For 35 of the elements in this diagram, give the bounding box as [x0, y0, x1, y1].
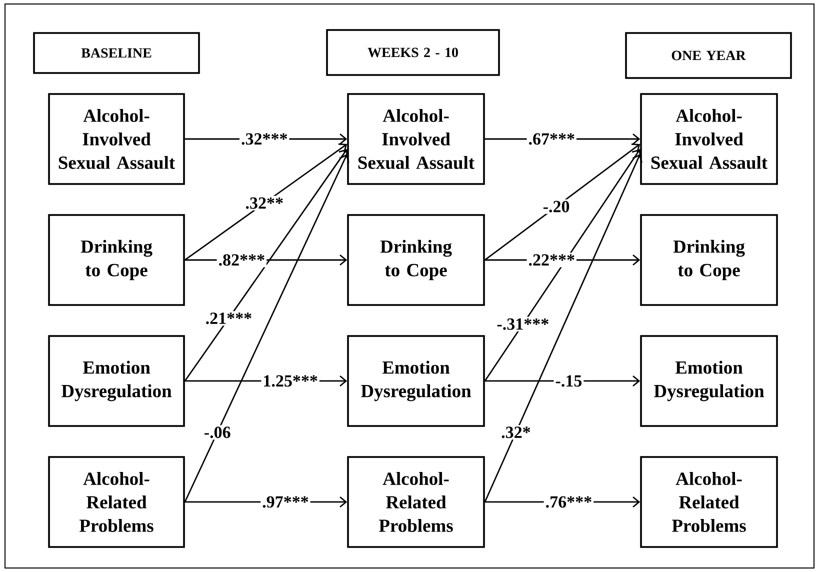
arrow [484, 144, 640, 261]
arrow [484, 148, 642, 382]
variable-box: Drinking to Cope [347, 214, 485, 306]
edge-label: .22*** [526, 252, 577, 268]
edge-label: .67*** [526, 132, 577, 146]
header-box: BASELINE [33, 32, 200, 74]
edge-label: -.31*** [495, 316, 551, 332]
edge-label: .97*** [260, 494, 310, 510]
variable-box: Alcohol- Related Problems [48, 456, 185, 548]
variable-box: Drinking to Cope [640, 214, 778, 306]
variable-box: Emotion Dysregulation [347, 335, 485, 427]
edge-label: .21*** [204, 311, 254, 326]
variable-box: Alcohol- Involved Sexual Assault [347, 93, 485, 185]
edge-label: 1.25*** [261, 374, 320, 388]
header-box: ONE YEAR [625, 32, 792, 79]
variable-box: Drinking to Cope [48, 214, 185, 306]
arrow [184, 154, 350, 502]
variable-box: Alcohol- Involved Sexual Assault [640, 93, 778, 185]
variable-box: Emotion Dysregulation [48, 335, 185, 427]
variable-box: Alcohol- Related Problems [640, 456, 778, 548]
variable-box: Alcohol- Involved Sexual Assault [48, 93, 185, 185]
edge-label: .82*** [216, 252, 267, 268]
arrow [184, 143, 348, 261]
header-box: WEEKS 2 - 10 [326, 29, 500, 76]
variable-box: Emotion Dysregulation [640, 335, 778, 427]
variable-box: Alcohol- Related Problems [347, 456, 485, 548]
edge-label: .32** [244, 196, 285, 210]
edge-label: .32* [500, 425, 532, 440]
edge-label: -.06 [202, 425, 232, 440]
edge-label: -.15 [554, 374, 584, 388]
arrow [184, 148, 348, 382]
edge-label: .32*** [240, 132, 290, 146]
arrow [484, 154, 642, 502]
edge-label: .76*** [544, 494, 594, 510]
edge-label: -.20 [541, 199, 572, 214]
